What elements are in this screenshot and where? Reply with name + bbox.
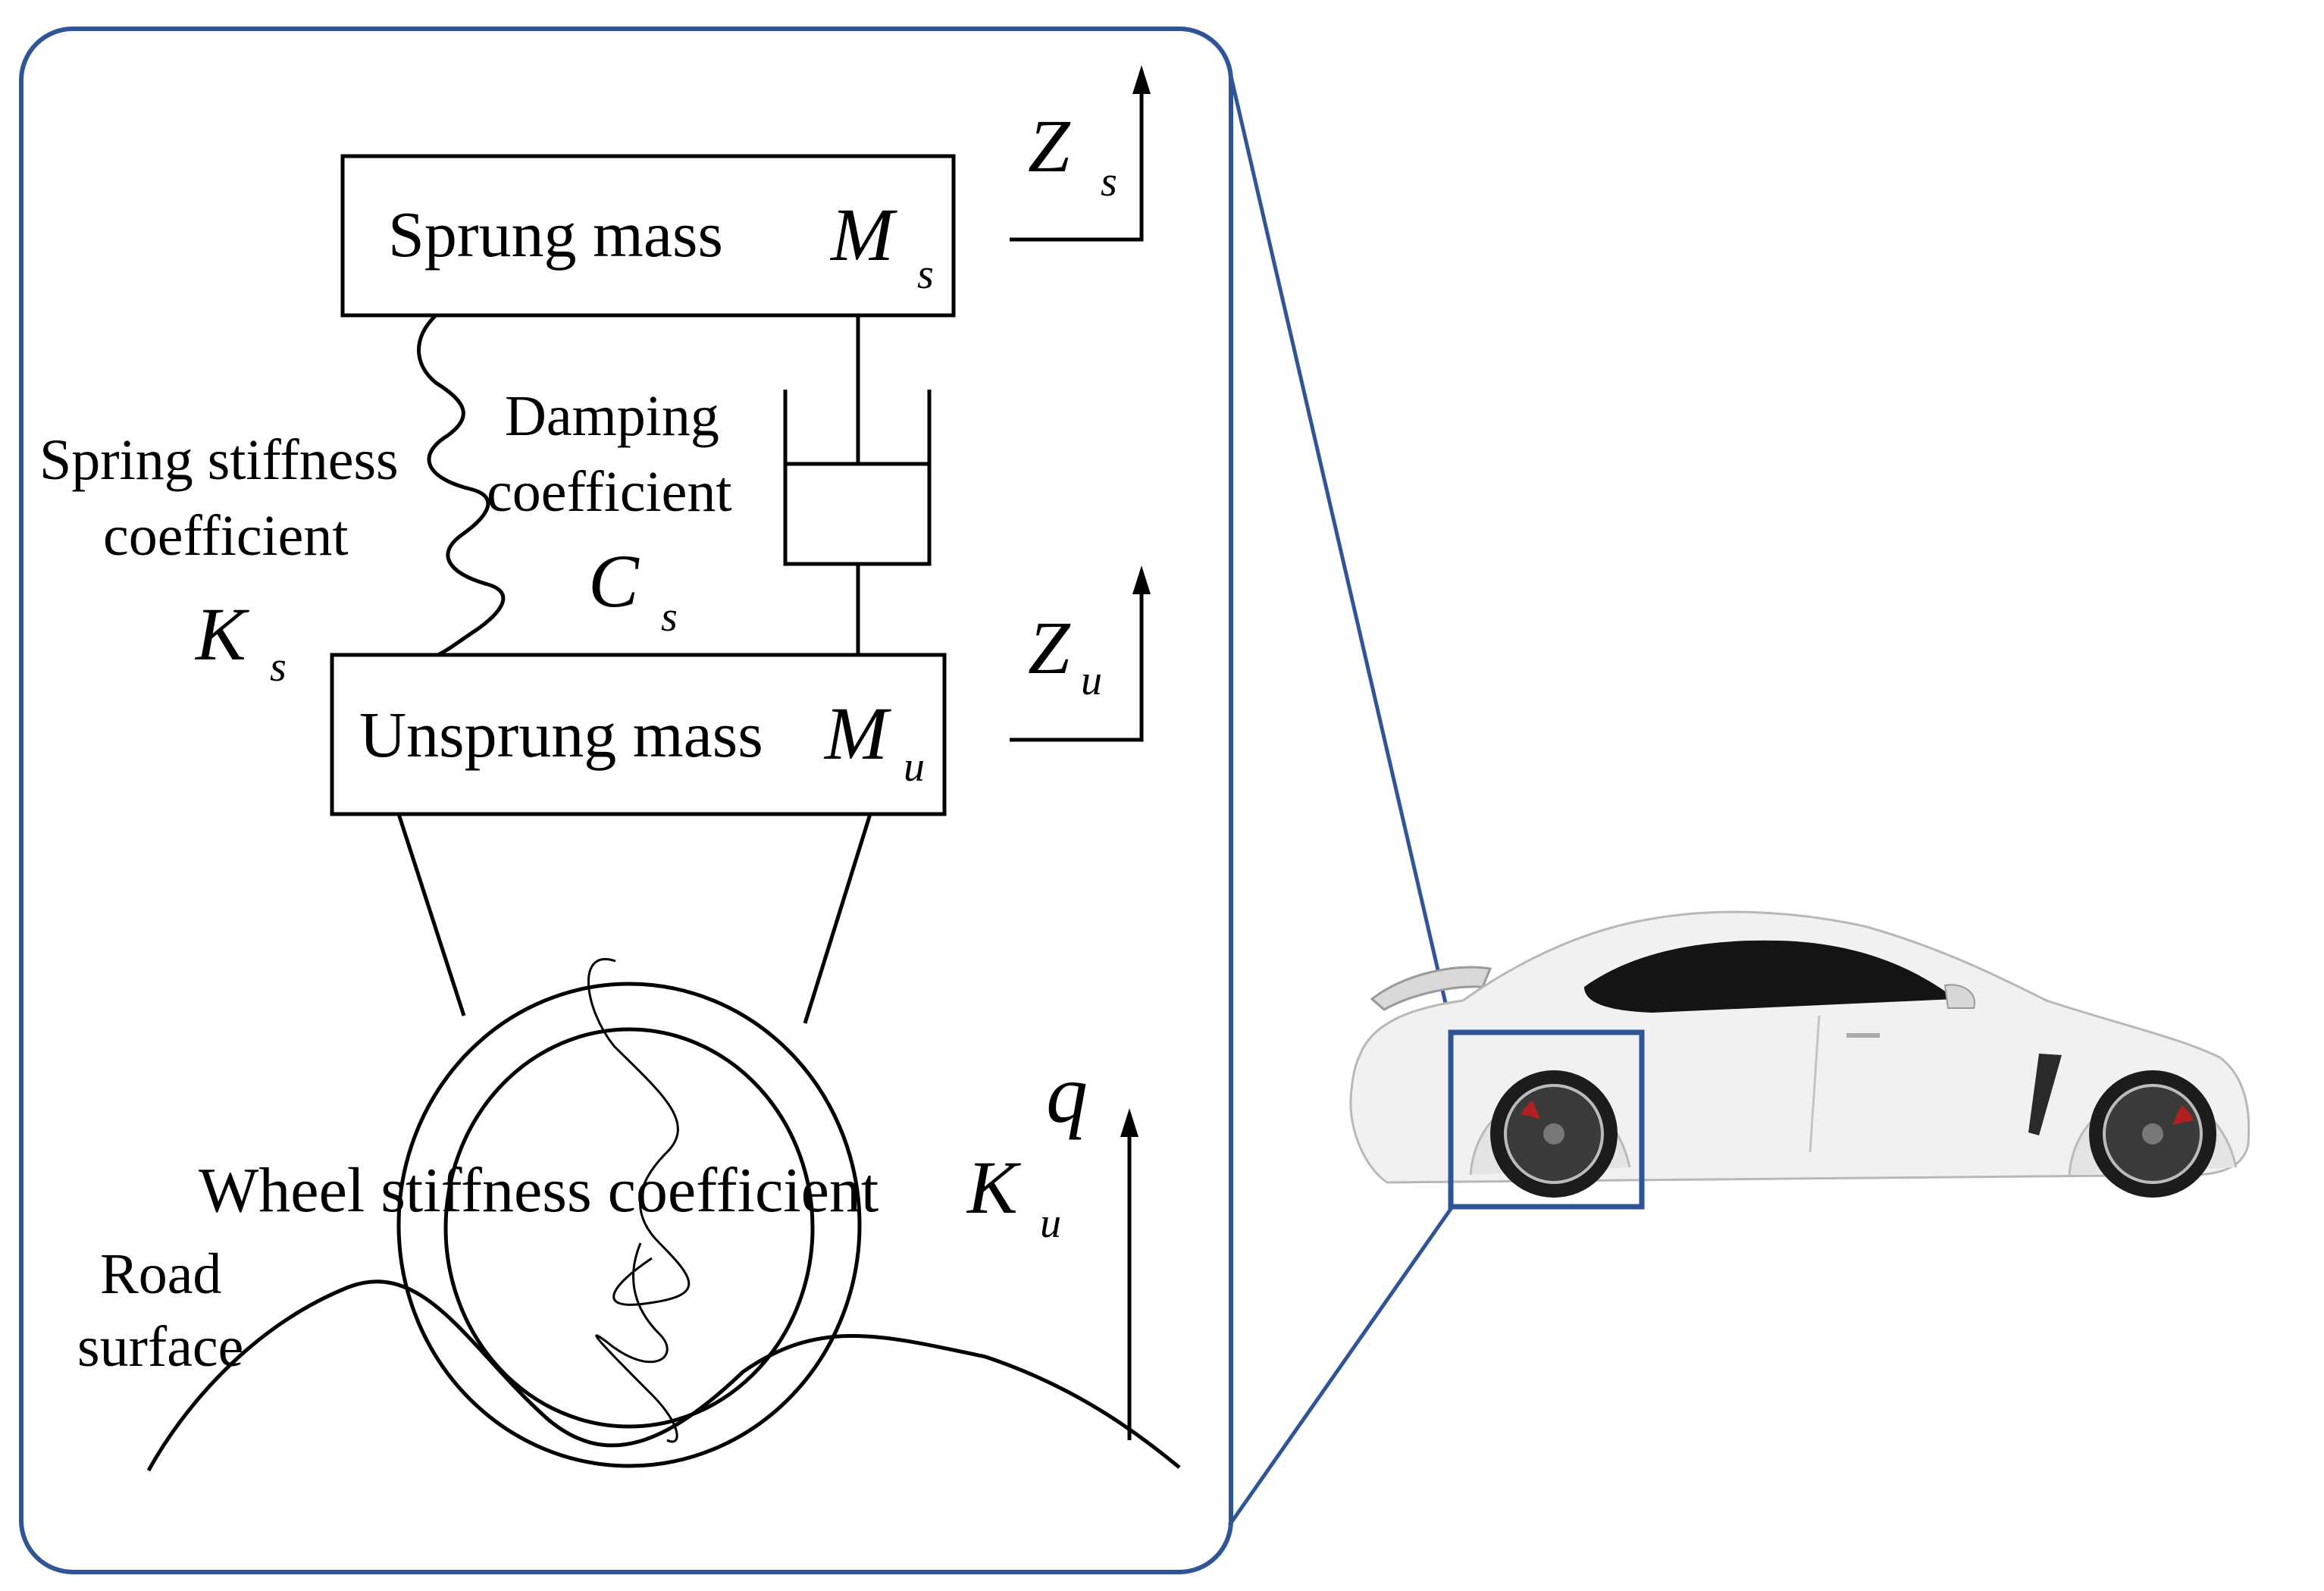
svg-text:Damping: Damping [505,384,719,448]
arrow-up-icon [1132,65,1151,94]
svg-text:Road: Road [100,1242,221,1306]
wheel-strut-right [803,813,872,1024]
zoom-connector-bottom [1227,1205,1455,1527]
sprung-displacement-indicator: Z s [1010,65,1151,242]
tire-spring-icon [587,958,691,1443]
unsprung-mass-subscript: u [904,744,925,791]
svg-text:Spring stiffness: Spring stiffness [39,428,399,492]
svg-text:q: q [1046,1048,1088,1140]
svg-text:u: u [1081,657,1102,704]
road-surface-line [146,1279,1181,1472]
unsprung-mass-symbol: M [823,691,891,775]
zoom-frame [19,27,1233,1574]
sprung-mass-label: Sprung mass [388,198,723,271]
svg-text:surface: surface [77,1315,243,1379]
sprung-mass-subscript: s [917,251,934,298]
car-side-view-icon [1349,910,2250,1198]
sprung-mass-block: Sprung mass M s [340,154,956,318]
svg-text:Z: Z [1028,606,1071,690]
unsprung-mass-block: Unsprung mass M u [330,653,947,816]
spring-subscript: s [270,644,287,691]
wheel-stiffness-label: Wheel stiffness coefficient K u [199,1145,1061,1247]
sprung-mass-symbol: M [829,193,897,277]
unsprung-mass-label: Unsprung mass [359,698,763,771]
spring-symbol: K [194,592,249,676]
arrow-up-icon [1132,565,1151,594]
wheel-icon [396,982,862,1468]
road-input-indicator: q [1046,1048,1139,1440]
road-surface-label: Road surface [77,1242,243,1379]
spring-icon [417,314,506,657]
damper-label: Damping coefficient C s [487,384,732,640]
damper-symbol: C [588,539,640,623]
svg-text:coefficient: coefficient [487,460,732,524]
svg-text:s: s [1101,158,1117,205]
damper-subscript: s [661,593,678,640]
svg-text:Wheel stiffness coefficient: Wheel stiffness coefficient [199,1155,879,1226]
damper-icon [783,315,932,655]
svg-text:Z: Z [1028,104,1071,188]
wheel-highlight-box [1448,1029,1645,1210]
wheel-symbol: K [966,1145,1021,1229]
wheel-strut-left [396,813,466,1016]
arrow-up-icon [1120,1108,1139,1137]
svg-text:coefficient: coefficient [103,504,349,568]
wheel-subscript: u [1040,1200,1061,1247]
unsprung-displacement-indicator: Z u [1010,565,1151,742]
spring-label: Spring stiffness coefficient K s [39,428,399,691]
zoom-connector-top [1227,69,1455,1033]
